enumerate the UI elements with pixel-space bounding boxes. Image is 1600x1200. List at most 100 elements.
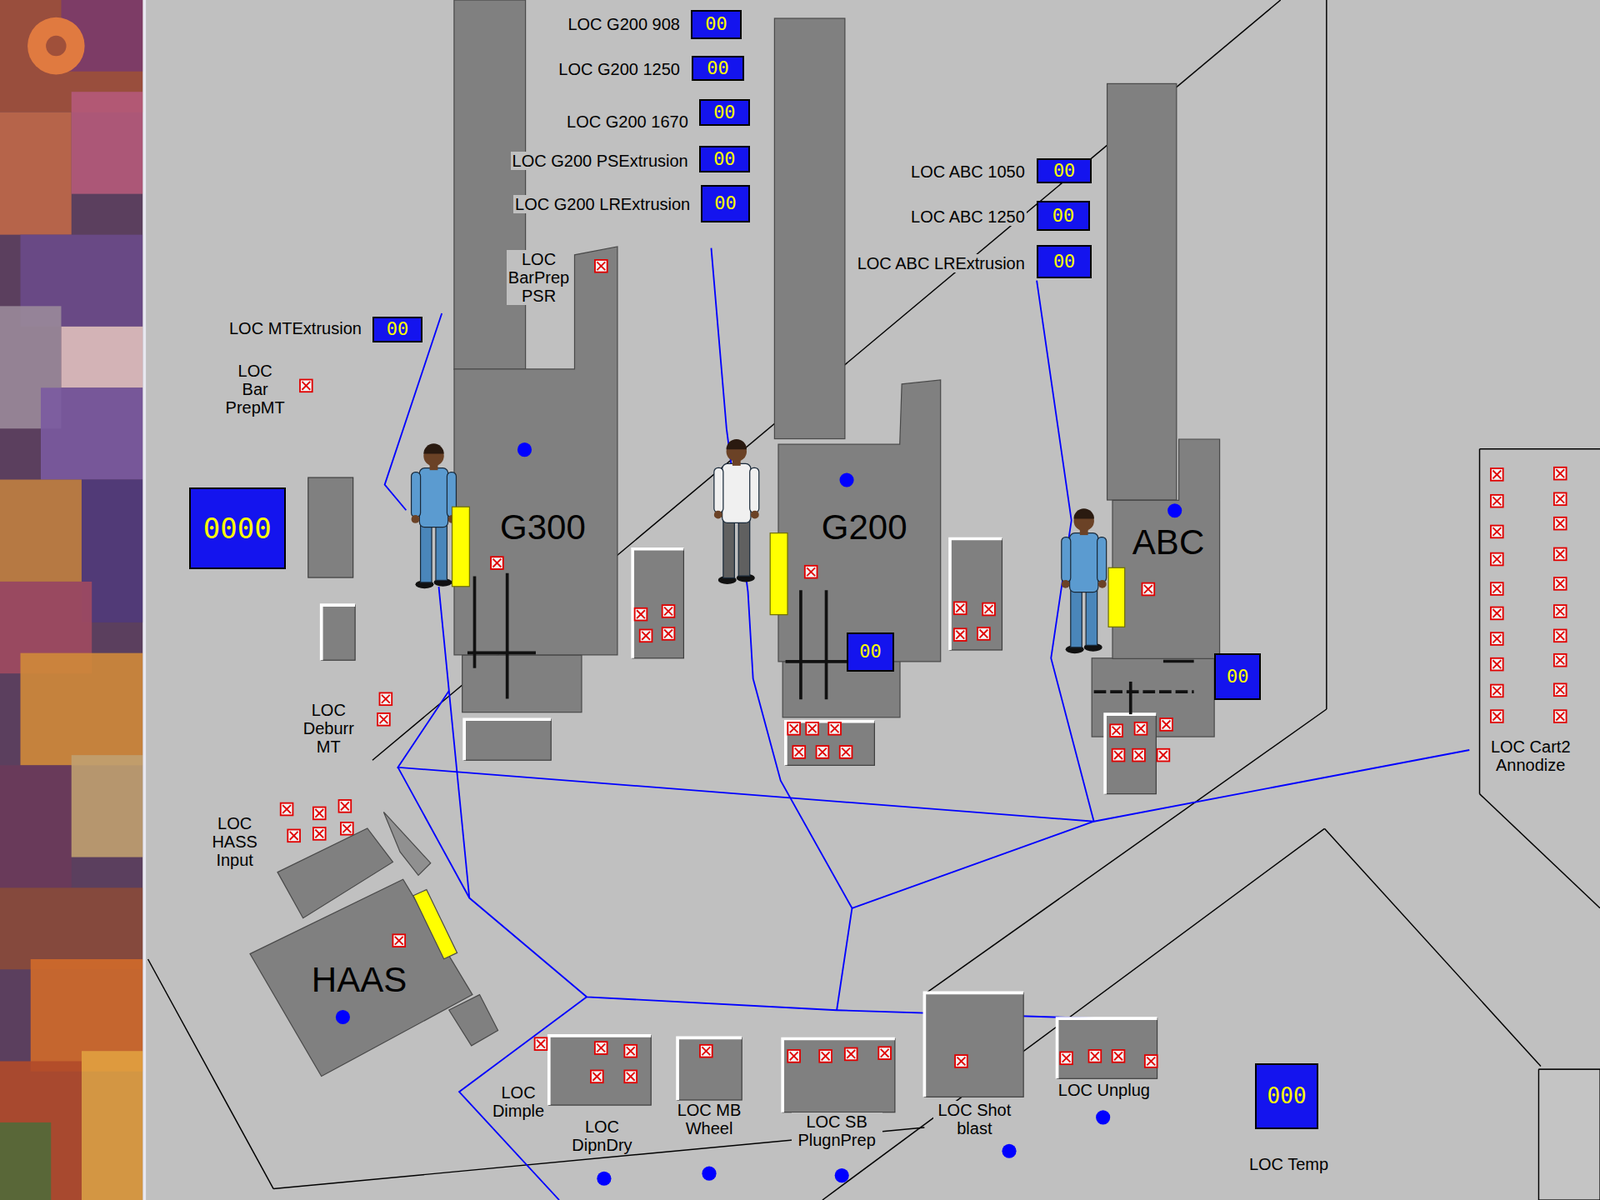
status-icon xyxy=(535,1037,548,1050)
counter-value: 0000 xyxy=(203,513,272,545)
status-icon xyxy=(1554,605,1567,618)
status-icon xyxy=(624,1045,637,1058)
strip-patch xyxy=(0,480,82,582)
status-icon-cross xyxy=(1090,1051,1100,1060)
worker-arm xyxy=(714,467,724,513)
location-label: LOC BarPrep PSR xyxy=(506,250,571,305)
location-label: LOC ABC LRExtrusion xyxy=(855,254,1027,273)
status-icon-frame xyxy=(1554,517,1567,530)
status-icon-frame xyxy=(787,1050,800,1063)
conveyor-rail xyxy=(505,573,510,700)
status-icon-frame xyxy=(392,935,405,948)
status-icon-cross xyxy=(790,724,799,733)
strip-ground xyxy=(0,0,143,1200)
status-icon-frame xyxy=(595,260,608,273)
counter-value: 00 xyxy=(859,641,882,662)
location-dot xyxy=(517,442,532,457)
status-icon-frame xyxy=(1145,1055,1158,1068)
walls xyxy=(148,0,1600,1200)
status-icon-cross xyxy=(1555,655,1565,665)
status-icon-cross xyxy=(1555,519,1565,528)
counter-box: 00 xyxy=(1036,200,1090,231)
machine-body xyxy=(250,880,473,1077)
machine-body xyxy=(778,380,941,662)
status-icon xyxy=(805,722,819,735)
status-icon-cross xyxy=(1492,686,1501,695)
status-icon-cross xyxy=(1492,555,1501,564)
machine-shape: G300 xyxy=(454,246,618,655)
counter-box: 00 xyxy=(690,10,742,39)
station-box xyxy=(632,549,684,659)
status-icon xyxy=(287,830,300,843)
status-icon-cross xyxy=(841,748,850,757)
status-icon xyxy=(1145,1055,1158,1068)
station-box xyxy=(321,605,355,660)
status-icon-frame xyxy=(280,803,294,816)
strip-patch xyxy=(71,755,144,857)
status-icon-frame xyxy=(287,830,300,843)
status-icon xyxy=(787,1050,800,1063)
status-icon-cross xyxy=(985,605,994,614)
status-icon xyxy=(1490,658,1504,671)
counter-box: 00 xyxy=(372,316,423,344)
strip-patch xyxy=(0,887,143,970)
status-icon xyxy=(1554,467,1567,480)
status-icon xyxy=(828,722,841,735)
station-box-bevel xyxy=(464,719,551,760)
location-dot xyxy=(1001,1144,1016,1159)
status-icon-cross xyxy=(342,824,351,833)
counter-box: 00 xyxy=(691,55,744,81)
status-icon-cross xyxy=(340,801,350,810)
station-box-bevel xyxy=(782,1039,895,1113)
conveyor-rail xyxy=(785,660,847,664)
status-icon xyxy=(1132,749,1145,762)
wall-line xyxy=(1325,0,1327,710)
status-icon-frame xyxy=(700,1045,713,1058)
worker-hair xyxy=(1073,508,1094,519)
status-icon-frame xyxy=(1554,605,1567,618)
status-icon-frame xyxy=(840,745,853,759)
location-label: LOC G200 1670 xyxy=(565,112,690,131)
status-icon-frame xyxy=(816,745,830,759)
location-label: LOC Shot blast xyxy=(933,1100,1016,1138)
worker-torso xyxy=(419,468,448,528)
status-icon xyxy=(1141,582,1155,595)
status-icon xyxy=(1490,607,1504,620)
status-icon-cross xyxy=(380,715,389,724)
status-icon xyxy=(380,692,393,705)
location-label: LOC HASS Input xyxy=(210,814,259,870)
worker-figure xyxy=(714,439,760,585)
status-icon-cross xyxy=(1146,1057,1155,1066)
status-icon xyxy=(1490,710,1504,723)
status-icon-frame xyxy=(490,557,504,570)
status-icon-cross xyxy=(980,630,989,639)
counter-box: 00 xyxy=(1036,245,1092,279)
status-icon xyxy=(792,745,805,759)
status-icon-frame xyxy=(1554,630,1567,643)
status-icon-frame xyxy=(1554,467,1567,480)
worker-arm xyxy=(410,472,420,518)
status-icon xyxy=(662,627,675,640)
status-icon-frame xyxy=(1490,553,1504,566)
station-box-bevel xyxy=(924,992,1024,1097)
status-icon-frame xyxy=(1160,718,1173,731)
station-box-bevel xyxy=(1057,1018,1158,1079)
status-icon xyxy=(1554,577,1567,590)
wall-line xyxy=(1480,448,1600,450)
status-icon-frame xyxy=(1554,654,1567,667)
worker-leg xyxy=(723,518,735,578)
status-icon xyxy=(805,565,818,578)
location-dot xyxy=(335,1010,350,1025)
feed-chute xyxy=(383,812,430,876)
status-icon-cross xyxy=(880,1049,890,1058)
counter-box: 00 xyxy=(699,99,750,126)
status-icon-frame xyxy=(300,380,313,393)
status-icon-cross xyxy=(1555,631,1565,640)
status-icon-cross xyxy=(290,831,299,840)
status-icon-frame xyxy=(1554,492,1567,505)
status-icon-frame xyxy=(1490,582,1504,595)
corner-area xyxy=(1539,1069,1600,1200)
status-icon-cross xyxy=(1162,720,1171,729)
location-label: LOC MTExtrusion xyxy=(227,319,364,338)
status-icon-cross xyxy=(1492,712,1501,721)
